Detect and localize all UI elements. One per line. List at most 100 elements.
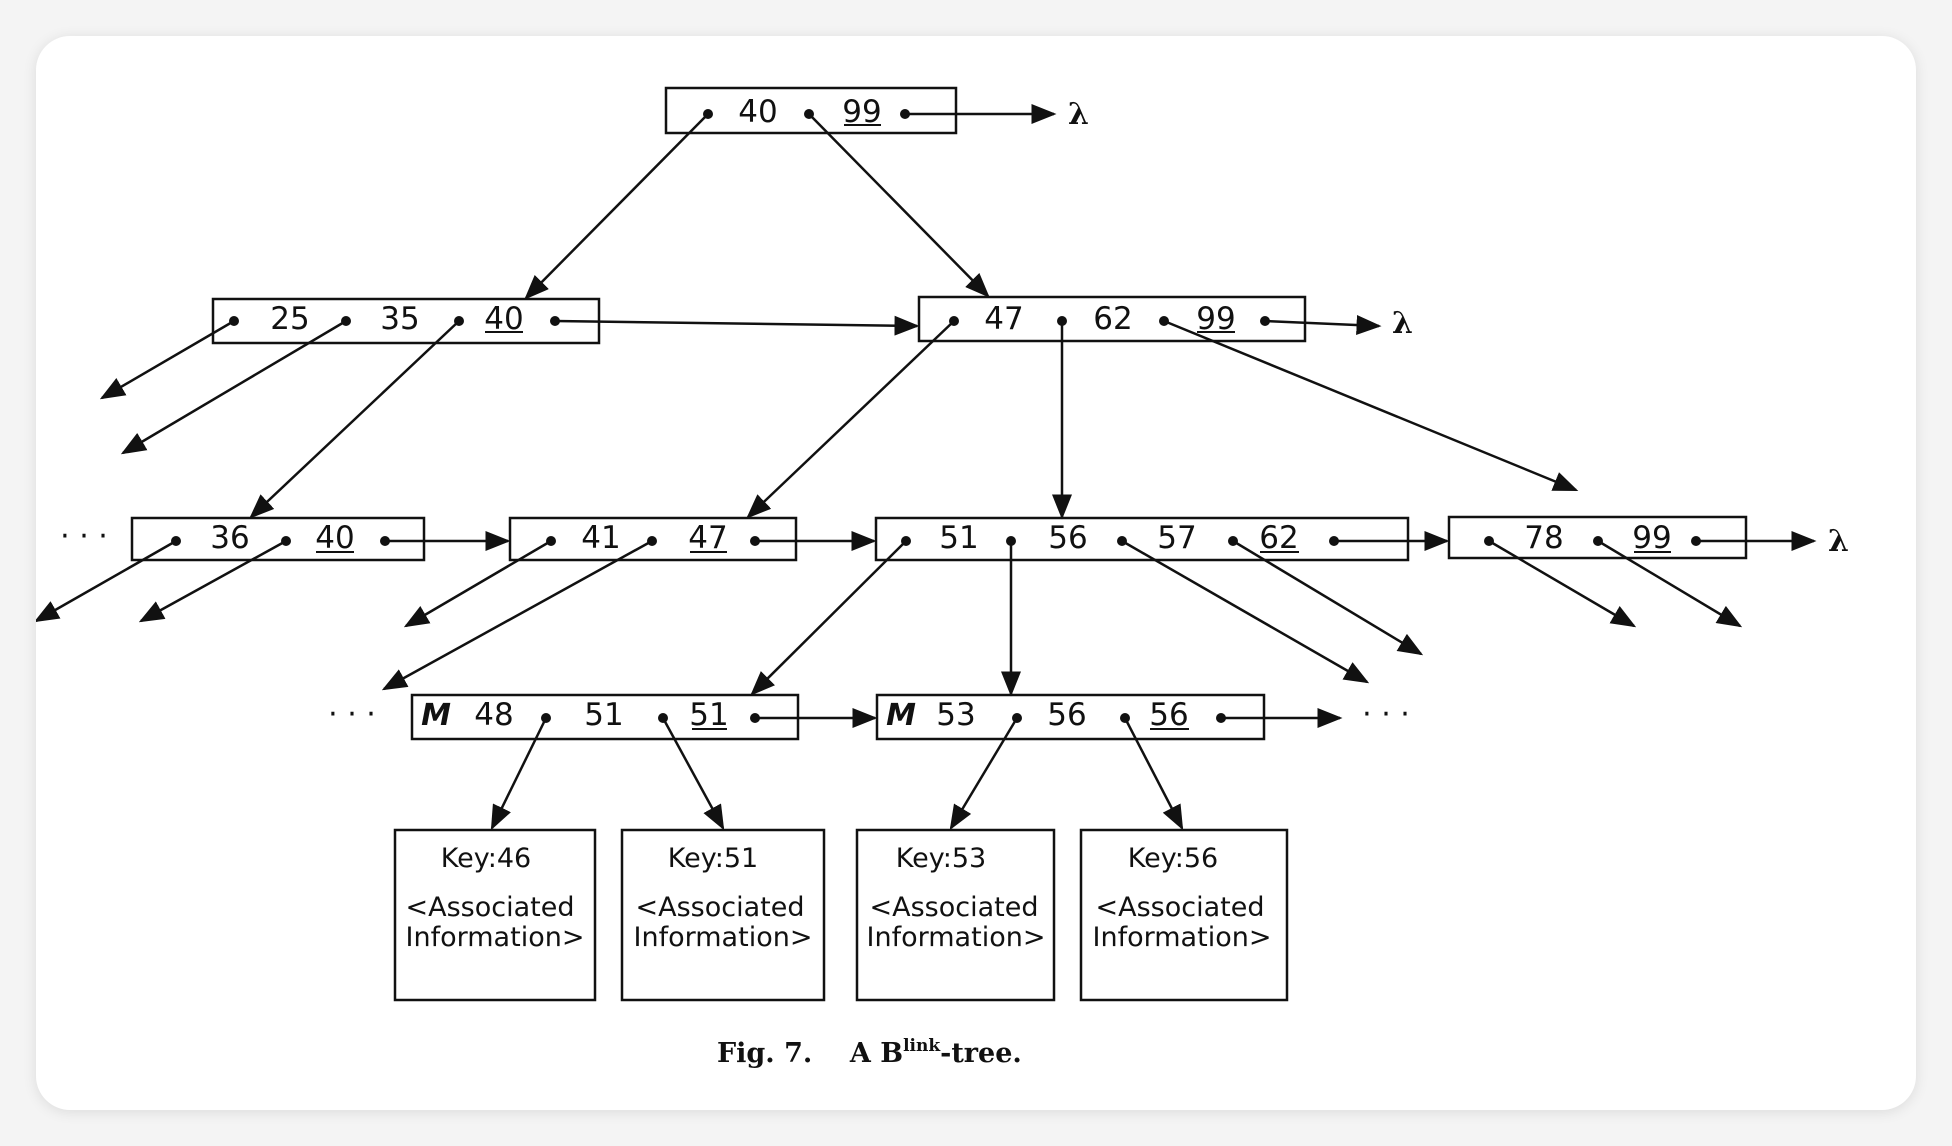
key-label: 51 — [939, 520, 978, 556]
arrow — [554, 315, 920, 336]
arrow — [750, 540, 907, 696]
null-pointer-lambda: λ — [1828, 524, 1849, 559]
pointer-dot — [171, 536, 181, 546]
level2-node-1 — [130, 516, 426, 562]
pointer-dot — [1012, 713, 1022, 723]
ellipsis: · · · — [1362, 697, 1410, 732]
pointer-dot — [541, 713, 551, 723]
key-label: 51 — [689, 697, 728, 733]
arrow — [381, 539, 653, 691]
leaf-marker: M — [421, 698, 451, 733]
null-pointer-lambda: λ — [1392, 306, 1413, 341]
arrow — [36, 539, 177, 623]
null-pointer-lambda: λ — [1068, 97, 1089, 132]
key-label: 57 — [1157, 520, 1196, 556]
key-label: 53 — [936, 697, 975, 733]
pointer-dot — [546, 536, 556, 546]
record-info-line1: <Associated — [406, 892, 575, 923]
key-label: 40 — [315, 520, 354, 556]
arrow — [746, 320, 955, 519]
record-info-line2: Information> — [1093, 922, 1272, 953]
pointer-dot — [1593, 536, 1603, 546]
arrow — [403, 539, 552, 628]
record-key-label: Key:56 — [1128, 843, 1218, 874]
key-label: 62 — [1093, 301, 1132, 337]
key-label: 56 — [1048, 520, 1087, 556]
pointer-dot — [1484, 536, 1494, 546]
key-label: 35 — [380, 301, 419, 337]
key-label: 62 — [1259, 520, 1298, 556]
arrow — [1121, 539, 1370, 684]
key-label: 40 — [738, 94, 777, 130]
pointer-dot — [949, 316, 959, 326]
record-info-line1: <Associated — [870, 892, 1039, 923]
pointer-dot — [229, 316, 239, 326]
arrow — [120, 319, 347, 455]
arrow — [138, 539, 287, 623]
key-label: 47 — [688, 520, 727, 556]
arrow — [1123, 717, 1184, 831]
caption-superscript: link — [903, 1036, 941, 1056]
arrow — [1264, 315, 1382, 336]
record-info-line2: Information> — [634, 922, 813, 953]
pointer-dot — [703, 109, 713, 119]
record-key-label: Key:51 — [668, 843, 758, 874]
arrow — [249, 320, 460, 519]
key-label: 99 — [842, 94, 881, 130]
pointer-dot — [1228, 536, 1238, 546]
pointer-dot — [1691, 536, 1701, 546]
key-label: 56 — [1149, 697, 1188, 733]
ellipsis: · · · — [60, 519, 108, 554]
pointer-dot — [658, 713, 668, 723]
pointer-dot — [550, 316, 560, 326]
arrow — [949, 717, 1019, 831]
record-key-label: Key:53 — [896, 843, 986, 874]
pointer-dot — [454, 316, 464, 326]
key-label: 48 — [474, 697, 513, 733]
pointer-dot — [1260, 316, 1270, 326]
pointer-dot — [281, 536, 291, 546]
arrow — [1232, 539, 1424, 656]
record-info-line2: Information> — [406, 922, 585, 953]
pointer-dot — [1006, 536, 1016, 546]
arrow — [490, 717, 548, 831]
pointer-dot — [341, 316, 351, 326]
key-label: 99 — [1196, 301, 1235, 337]
ellipsis: · · · — [328, 697, 376, 732]
pointer-dot — [647, 536, 657, 546]
key-label: 47 — [984, 301, 1023, 337]
figure-caption: Fig. 7. A Blink-tree. — [717, 1036, 1022, 1069]
pointer-dot — [1117, 536, 1127, 546]
arrow — [1163, 319, 1579, 492]
key-label: 51 — [584, 697, 623, 733]
pointer-dot — [1120, 713, 1130, 723]
record-info-line1: <Associated — [1096, 892, 1265, 923]
pointer-dot — [1057, 316, 1067, 326]
leaf-marker: M — [886, 698, 916, 733]
pointer-dot — [380, 536, 390, 546]
root-node — [664, 86, 958, 135]
record-box-56 — [1079, 828, 1289, 1002]
pointer-dot — [1329, 536, 1339, 546]
caption-suffix: -tree. — [940, 1038, 1022, 1069]
pointer-dot — [900, 109, 910, 119]
pointer-dot — [1159, 316, 1169, 326]
arrow — [1597, 539, 1743, 628]
blink-tree-diagram: 40 99 25 35 40 47 62 99 36 40 41 47 51 5… — [36, 86, 1849, 1069]
record-info-line2: Information> — [867, 922, 1046, 953]
pointer-dot — [1216, 713, 1226, 723]
key-label: 99 — [1632, 520, 1671, 556]
pointer-dot — [750, 536, 760, 546]
figure-card: 40 99 25 35 40 47 62 99 36 40 41 47 51 5… — [36, 36, 1916, 1110]
key-label: 56 — [1047, 697, 1086, 733]
key-label: 78 — [1524, 520, 1563, 556]
record-info-line1: <Associated — [636, 892, 805, 923]
key-label: 40 — [484, 301, 523, 337]
pointer-dot — [901, 536, 911, 546]
caption-prefix: Fig. 7. A B — [717, 1038, 903, 1069]
arrow — [661, 717, 725, 831]
arrow — [808, 113, 990, 298]
pointer-dot — [750, 713, 760, 723]
record-key-label: Key:46 — [441, 843, 531, 874]
arrow — [524, 113, 709, 300]
